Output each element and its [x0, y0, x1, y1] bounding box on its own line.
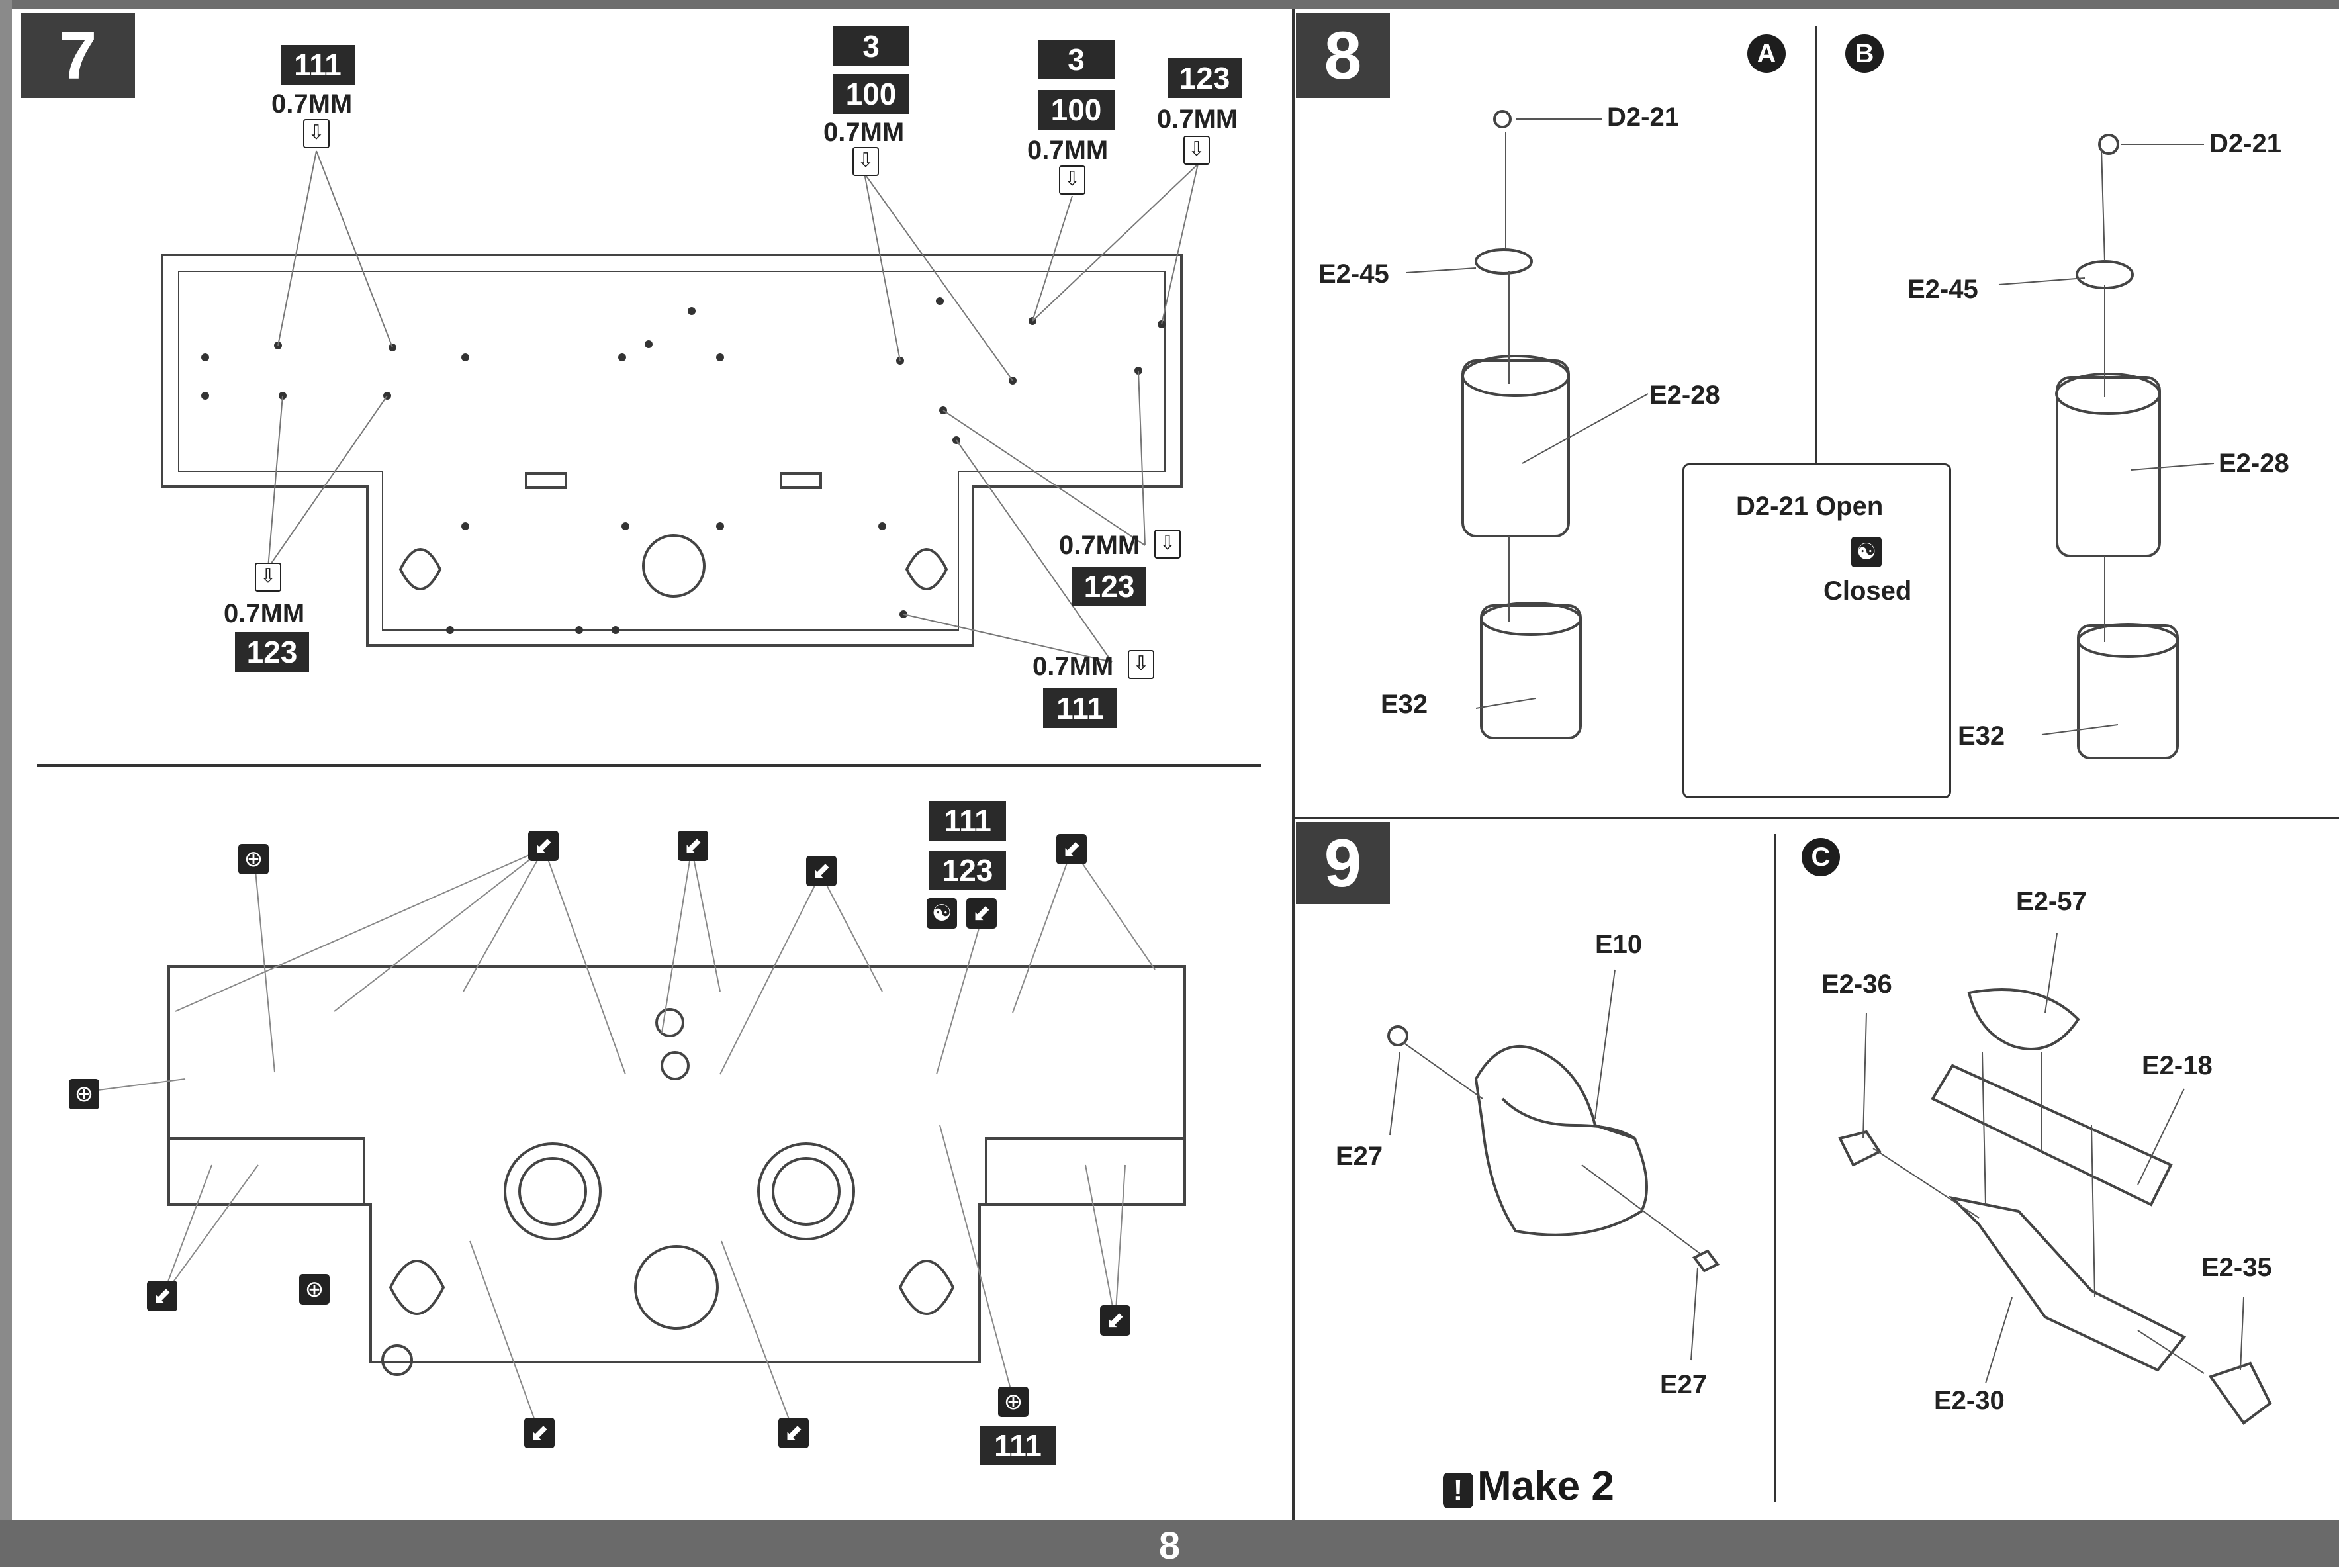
paint-code-badge: 123	[1072, 567, 1146, 606]
make-quantity-note: !Make 2	[1443, 1463, 1614, 1510]
drill-icon: ⇩	[1059, 165, 1085, 195]
part-label: E27	[1336, 1142, 1383, 1171]
drill-size-label: 0.7MM	[224, 599, 305, 628]
paint-code-badge: 123	[235, 632, 309, 672]
part-label: E2-57	[2016, 887, 2087, 916]
cement-icon: ⊕	[299, 1274, 330, 1305]
assembly-symbol-icon: ☯	[1851, 537, 1882, 567]
glue-icon: ⬋	[528, 831, 559, 861]
divider-step9-c	[1774, 834, 1776, 1502]
drill-icon: ⇩	[255, 563, 281, 592]
part-label: E32	[1381, 690, 1428, 719]
part-label: E27	[1660, 1370, 1708, 1399]
assembly-symbol-icon: ☯	[927, 898, 957, 929]
drill-icon: ⇩	[303, 119, 330, 148]
page-number: 8	[1158, 1524, 1181, 1567]
glue-icon: ⬋	[966, 898, 997, 929]
paint-code-badge: 3	[833, 26, 909, 66]
glue-icon: ⬋	[778, 1418, 809, 1448]
step-8-badge: 8	[1296, 13, 1390, 98]
drill-icon: ⇩	[1183, 136, 1210, 165]
hatch-open-label: D2-21 Open	[1736, 492, 1884, 521]
hatch-closed-label: Closed	[1823, 576, 1912, 606]
subassembly-a-marker: A	[1747, 34, 1786, 73]
paint-code-badge: 100	[833, 74, 909, 114]
part-label: E2-28	[2219, 449, 2289, 478]
paint-code-badge: 111	[281, 45, 355, 85]
cement-icon: ⊕	[998, 1387, 1029, 1417]
glue-icon: ⬋	[1056, 834, 1087, 864]
left-binding-edge	[0, 0, 12, 1567]
divider-step8-ab	[1815, 26, 1817, 463]
cement-icon: ⊕	[69, 1079, 99, 1109]
drill-icon: ⇩	[1154, 530, 1181, 559]
part-label: E2-30	[1934, 1386, 2005, 1415]
top-scan-edge	[0, 0, 2339, 9]
glue-icon: ⬋	[1100, 1305, 1130, 1336]
paint-code-badge: 111	[929, 801, 1006, 841]
part-label: E32	[1958, 721, 2005, 751]
part-label: E2-28	[1649, 381, 1720, 410]
step-9-badge: 9	[1296, 822, 1390, 904]
subassembly-c-marker: C	[1802, 838, 1840, 876]
drill-icon: ⇩	[1128, 650, 1154, 679]
part-label: E10	[1595, 930, 1643, 959]
drill-size-label: 0.7MM	[1059, 531, 1140, 560]
part-label: D2-21	[2209, 129, 2281, 158]
drill-size-label: 0.7MM	[1032, 652, 1114, 681]
paint-code-badge: 100	[1038, 90, 1115, 130]
divider-main-vertical	[1292, 9, 1295, 1520]
glue-icon: ⬋	[678, 831, 708, 861]
drill-size-label: 0.7MM	[823, 118, 905, 147]
part-label: E2-45	[1907, 275, 1978, 304]
step-7-badge: 7	[21, 13, 135, 98]
paint-code-badge: 3	[1038, 40, 1115, 79]
page-footer: 8	[0, 1520, 2339, 1567]
paint-code-badge: 123	[1168, 58, 1242, 98]
drill-size-label: 0.7MM	[271, 89, 353, 118]
make-quantity-text: Make 2	[1477, 1463, 1614, 1509]
part-label: E2-36	[1821, 970, 1892, 999]
divider-step8-9	[1295, 817, 2339, 819]
note-icon: !	[1443, 1473, 1473, 1508]
cement-icon: ⊕	[238, 844, 269, 874]
paint-code-badge: 123	[929, 851, 1006, 890]
glue-icon: ⬋	[806, 856, 837, 886]
part-label: D2-21	[1607, 103, 1679, 132]
hatch-position-inset: D2-21 Open ☯ Closed	[1682, 463, 1951, 798]
subassembly-b-marker: B	[1845, 34, 1884, 73]
part-label: E2-18	[2142, 1051, 2213, 1080]
drill-size-label: 0.7MM	[1027, 136, 1109, 165]
glue-icon: ⬋	[524, 1418, 555, 1448]
paint-code-badge: 111	[1043, 688, 1117, 728]
drill-icon: ⇩	[852, 147, 879, 176]
part-label: E2-45	[1318, 259, 1389, 289]
paint-code-badge: 111	[980, 1426, 1056, 1465]
part-label: E2-35	[2201, 1253, 2272, 1282]
glue-icon: ⬋	[147, 1281, 177, 1311]
divider-step7	[37, 764, 1261, 767]
drill-size-label: 0.7MM	[1157, 105, 1238, 134]
